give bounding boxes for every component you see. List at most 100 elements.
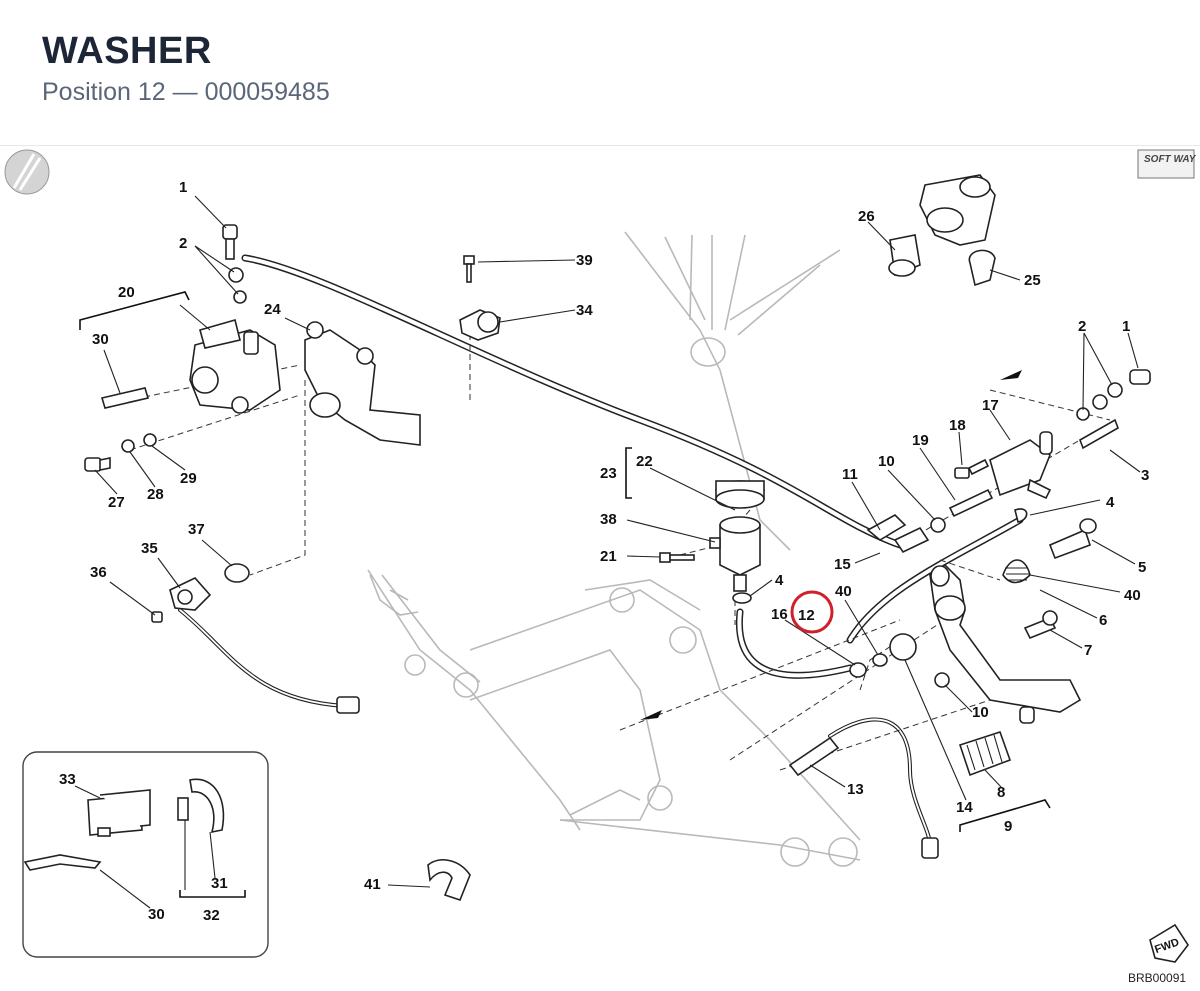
bushing-14: [889, 633, 917, 661]
master-cylinder-26: [888, 174, 996, 277]
screw-21: [659, 552, 695, 563]
brake-caliper-20: [189, 319, 281, 414]
reservoir-cap-22: [715, 480, 765, 509]
callout-15: 15: [834, 556, 851, 573]
washers-2: [228, 267, 247, 304]
callout-12-highlighted: 12: [798, 607, 815, 624]
clip-4-right: [1014, 508, 1028, 523]
callout-17: 17: [982, 397, 999, 414]
callout-32: 32: [203, 907, 220, 924]
callout-30-inset: 30: [148, 906, 165, 923]
softway-logo-text: SOFT WAY: [1144, 154, 1197, 165]
boot-8: [958, 730, 1012, 777]
pin-19: [948, 488, 994, 518]
bolt-5: [1048, 518, 1097, 560]
clamp-34: [459, 309, 501, 341]
callout-19: 19: [912, 432, 929, 449]
callout-38: 38: [600, 511, 617, 528]
callout-22: 22: [636, 453, 653, 470]
screw-39: [463, 255, 475, 283]
callout-28: 28: [147, 486, 164, 503]
caliper-pin-30: [100, 387, 150, 409]
softway-logo: SOFT WAY: [1137, 149, 1197, 179]
callout-25: 25: [1024, 272, 1041, 289]
long-hose-right: [846, 516, 1024, 644]
pushrod-17: [989, 418, 1119, 500]
inset-box: [22, 751, 269, 958]
callout-1: 1: [179, 179, 187, 196]
bleed-screw-1: [222, 224, 238, 260]
screw-27: [84, 457, 111, 472]
brake-hose-main: [241, 254, 904, 549]
header: WASHER Position 12 — 000059485: [42, 28, 330, 108]
callout-10: 10: [878, 453, 895, 470]
callout-41: 41: [364, 876, 381, 893]
clevis-11: [866, 514, 930, 554]
washer-10-lower: [934, 672, 950, 688]
callout-2: 2: [179, 235, 187, 252]
callout-29: 29: [180, 470, 197, 487]
callout-33: 33: [59, 771, 76, 788]
callout-27: 27: [108, 494, 125, 511]
callout-4-right: 4: [1106, 494, 1115, 511]
bolt-7: [1023, 610, 1058, 640]
callout-5: 5: [1138, 559, 1146, 576]
clip-4-reservoir: [732, 592, 752, 604]
spring-40: [1002, 559, 1031, 584]
reservoir-hose-16: [735, 608, 854, 679]
fwd-arrow-icon: FWD: [1149, 923, 1189, 963]
callout-2-right: 2: [1078, 318, 1086, 335]
group-braces: [79, 291, 1051, 832]
callout-labels: 1 2 20 30 24 39 34 26 25 2 1 17 18 19 10…: [59, 179, 1149, 924]
reservoir-23: [709, 516, 761, 592]
callout-9: 9: [1004, 818, 1012, 835]
callout-8: 8: [997, 784, 1005, 801]
page-subtitle: Position 12 — 000059485: [42, 78, 330, 106]
callout-39: 39: [576, 252, 593, 269]
callout-10-lower: 10: [972, 704, 989, 721]
sensor-wire-13: [828, 717, 939, 859]
callout-30: 30: [92, 331, 109, 348]
callout-37: 37: [188, 521, 205, 538]
callout-36: 36: [90, 564, 107, 581]
callout-1-right: 1: [1122, 318, 1130, 335]
frame-outline: [367, 231, 861, 867]
brake-pedal-9: [929, 563, 1082, 724]
callout-18: 18: [949, 417, 966, 434]
callout-40: 40: [835, 583, 852, 600]
callout-16: 16: [771, 606, 788, 623]
washers-12-40: [849, 653, 888, 678]
callout-40-right: 40: [1124, 587, 1141, 604]
screw-18: [954, 458, 990, 479]
header-divider: [0, 145, 1200, 146]
callout-7: 7: [1084, 642, 1092, 659]
callout-34: 34: [576, 302, 593, 319]
callout-3: 3: [1141, 467, 1149, 484]
pressure-switch-13: [788, 736, 840, 777]
bracket-24: [304, 321, 421, 446]
callout-24: 24: [264, 301, 281, 318]
callout-35: 35: [141, 540, 158, 557]
screw-1-right: [1129, 369, 1151, 385]
washers-2-right: [1076, 382, 1123, 421]
washer-29: [143, 433, 157, 447]
drawing-code: BRB00091: [1128, 971, 1186, 985]
callout-23: 23: [600, 465, 617, 482]
corner-logo-icon: [4, 149, 50, 195]
direction-arrow-icon: [640, 370, 1022, 720]
page-title: WASHER: [42, 30, 212, 72]
highlight-ring: [790, 590, 834, 634]
callout-31: 31: [211, 875, 228, 892]
sensor-35: [169, 577, 212, 611]
band-41: [427, 859, 471, 901]
callout-21: 21: [600, 548, 617, 565]
washer-10-upper: [930, 517, 946, 533]
washer-28: [121, 439, 135, 453]
callout-13: 13: [847, 781, 864, 798]
callout-26: 26: [858, 208, 875, 225]
callout-6: 6: [1099, 612, 1107, 629]
fitting-25: [968, 249, 996, 287]
callout-14: 14: [956, 799, 973, 816]
callout-4-reservoir: 4: [775, 572, 784, 589]
